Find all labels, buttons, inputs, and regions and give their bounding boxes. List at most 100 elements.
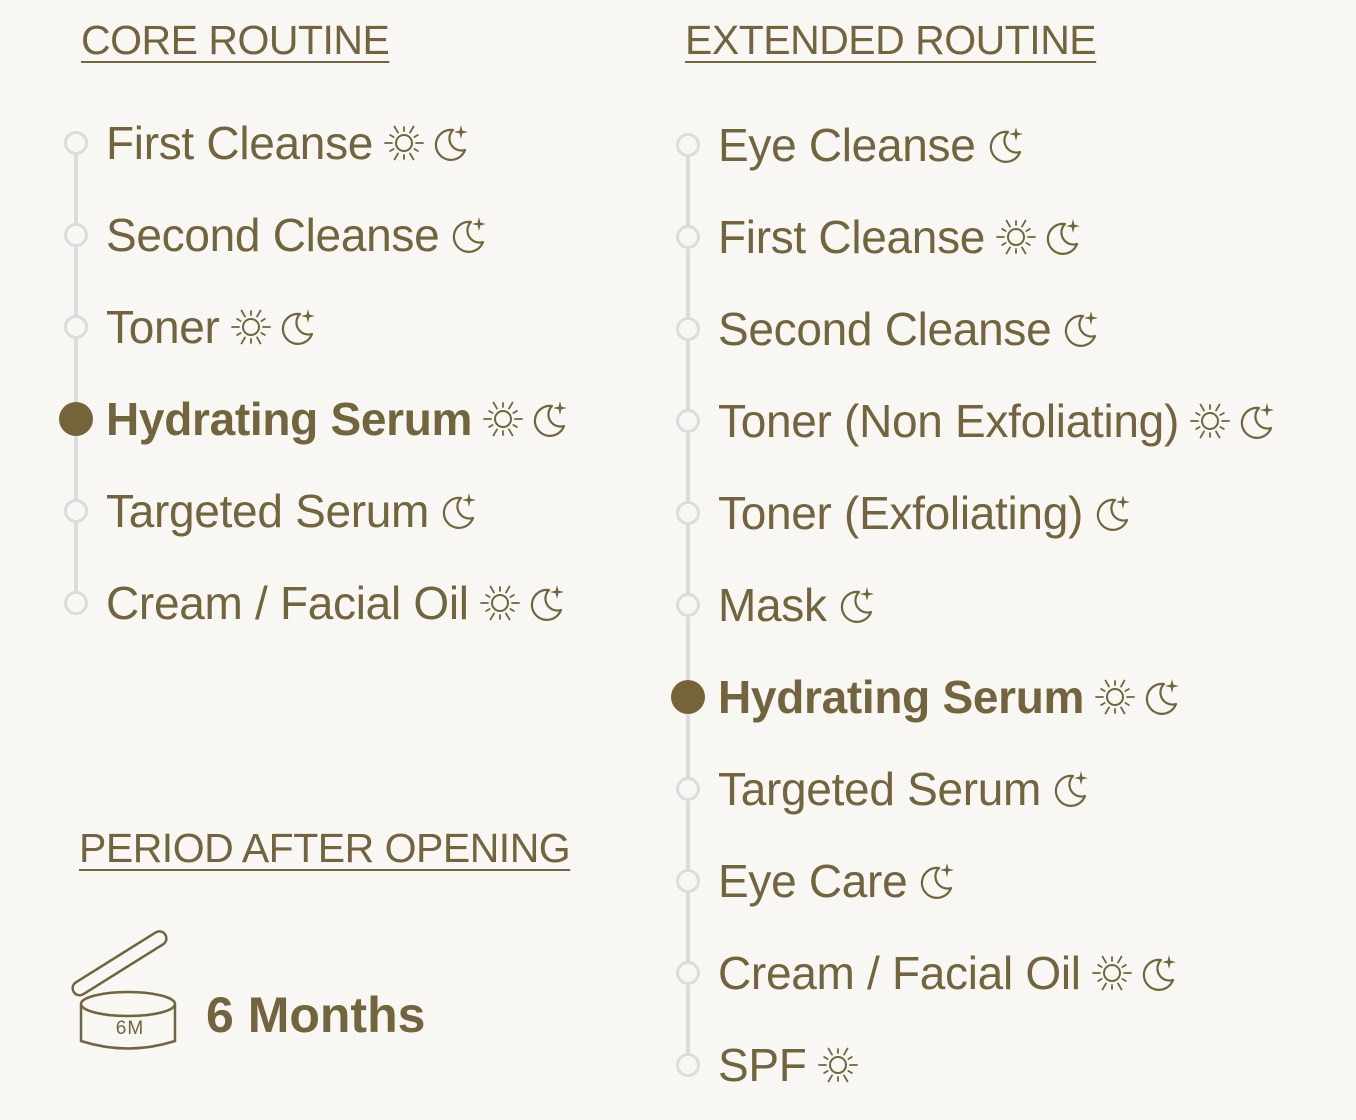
time-of-day-icons <box>439 490 479 532</box>
routine-step: Hydrating Serum <box>59 389 570 449</box>
time-of-day-icons <box>479 582 567 624</box>
sun-icon <box>1190 403 1230 439</box>
sun-icon <box>1091 955 1132 991</box>
step-label: Second Cleanse <box>718 303 1052 355</box>
step-label: Hydrating Serum <box>106 393 473 445</box>
moon-icon <box>1046 219 1081 255</box>
routine-step: Second Cleanse <box>64 205 489 265</box>
step-dot <box>64 315 88 339</box>
time-of-day-icons <box>1189 400 1277 442</box>
active-step-dot <box>59 402 93 436</box>
moon-icon <box>1142 955 1176 991</box>
routine-step: Eye Care <box>676 851 957 911</box>
routine-step: Toner (Non Exfoliating) <box>676 391 1277 451</box>
step-dot <box>676 869 700 893</box>
time-of-day-icons <box>482 398 570 440</box>
step-dot <box>64 131 88 155</box>
time-of-day-icons <box>449 214 489 256</box>
routine-step: First Cleanse <box>64 113 471 173</box>
moon-icon <box>530 585 564 621</box>
time-of-day-icons <box>230 306 318 348</box>
sun-icon <box>1095 679 1136 715</box>
extended-routine-heading: EXTENDED ROUTINE <box>685 17 1097 63</box>
time-of-day-icons <box>1094 676 1182 718</box>
step-dot <box>676 1053 700 1077</box>
step-dot <box>676 593 700 617</box>
moon-icon <box>1240 403 1274 439</box>
moon-icon <box>281 309 315 345</box>
moon-icon <box>453 217 487 253</box>
sun-icon <box>817 1047 858 1083</box>
moon-icon <box>442 493 477 529</box>
moon-icon <box>1065 311 1099 347</box>
moon-icon <box>1054 771 1089 807</box>
active-step-dot <box>671 680 705 714</box>
step-label: Second Cleanse <box>106 209 440 261</box>
step-label: Cream / Facial Oil <box>718 947 1081 999</box>
time-of-day-icons <box>1091 952 1179 994</box>
step-dot <box>676 777 700 801</box>
step-label: Toner (Non Exfoliating) <box>718 395 1179 447</box>
time-of-day-icons <box>1093 492 1133 534</box>
jar-icon: 6M <box>71 930 177 1050</box>
time-of-day-icons <box>837 584 877 626</box>
routine-step: Cream / Facial Oil <box>676 943 1179 1003</box>
step-dot <box>676 501 700 525</box>
routine-step: Cream / Facial Oil <box>64 573 567 633</box>
routine-step: First Cleanse <box>676 207 1083 267</box>
step-label: First Cleanse <box>106 117 374 169</box>
jar-label: 6M <box>116 1018 144 1039</box>
step-label: Toner (Exfoliating) <box>718 487 1084 539</box>
step-label: Mask <box>718 579 827 631</box>
routine-step: Toner <box>64 297 318 357</box>
time-of-day-icons <box>986 124 1026 166</box>
step-dot <box>676 133 700 157</box>
routine-step: Targeted Serum <box>676 759 1091 819</box>
step-label: Eye Cleanse <box>718 119 976 171</box>
step-label: Hydrating Serum <box>718 671 1085 723</box>
time-of-day-icons <box>383 122 471 164</box>
step-label: Toner <box>106 301 220 353</box>
routine-step: Targeted Serum <box>64 481 479 541</box>
routine-step: Mask <box>676 575 877 635</box>
moon-icon <box>533 401 568 437</box>
time-of-day-icons <box>917 860 957 902</box>
step-dot <box>676 409 700 433</box>
step-dot <box>64 499 88 523</box>
moon-icon <box>1145 679 1180 715</box>
routine-step: Eye Cleanse <box>676 115 1026 175</box>
routine-step: Toner (Exfoliating) <box>676 483 1133 543</box>
moon-icon <box>840 587 874 623</box>
step-label: Eye Care <box>718 855 908 907</box>
time-of-day-icons <box>1051 768 1091 810</box>
core-routine-rail <box>74 145 78 605</box>
step-label: Targeted Serum <box>106 485 430 537</box>
period-after-opening-heading: PERIOD AFTER OPENING <box>79 825 571 871</box>
sun-icon <box>384 125 424 161</box>
time-of-day-icons <box>995 216 1083 258</box>
sun-icon <box>479 585 520 621</box>
step-label: Cream / Facial Oil <box>106 577 469 629</box>
step-dot <box>676 225 700 249</box>
time-of-day-icons <box>1061 308 1101 350</box>
step-dot <box>676 317 700 341</box>
moon-icon <box>434 125 469 161</box>
step-dot <box>64 223 88 247</box>
step-dot <box>64 591 88 615</box>
step-label: First Cleanse <box>718 211 986 263</box>
sun-icon <box>483 401 524 437</box>
moon-icon <box>1096 495 1131 531</box>
step-dot <box>676 961 700 985</box>
sun-icon <box>996 219 1036 255</box>
step-label: Targeted Serum <box>718 763 1042 815</box>
routine-step: Second Cleanse <box>676 299 1101 359</box>
core-routine-heading: CORE ROUTINE <box>81 17 390 63</box>
sun-icon <box>230 309 271 345</box>
time-of-day-icons <box>817 1044 859 1086</box>
routine-step: Hydrating Serum <box>671 667 1182 727</box>
moon-icon <box>921 863 955 899</box>
routine-step: SPF <box>676 1035 859 1095</box>
moon-icon <box>989 127 1023 163</box>
period-after-opening-value: 6 Months <box>206 987 426 1043</box>
step-label: SPF <box>718 1039 807 1091</box>
